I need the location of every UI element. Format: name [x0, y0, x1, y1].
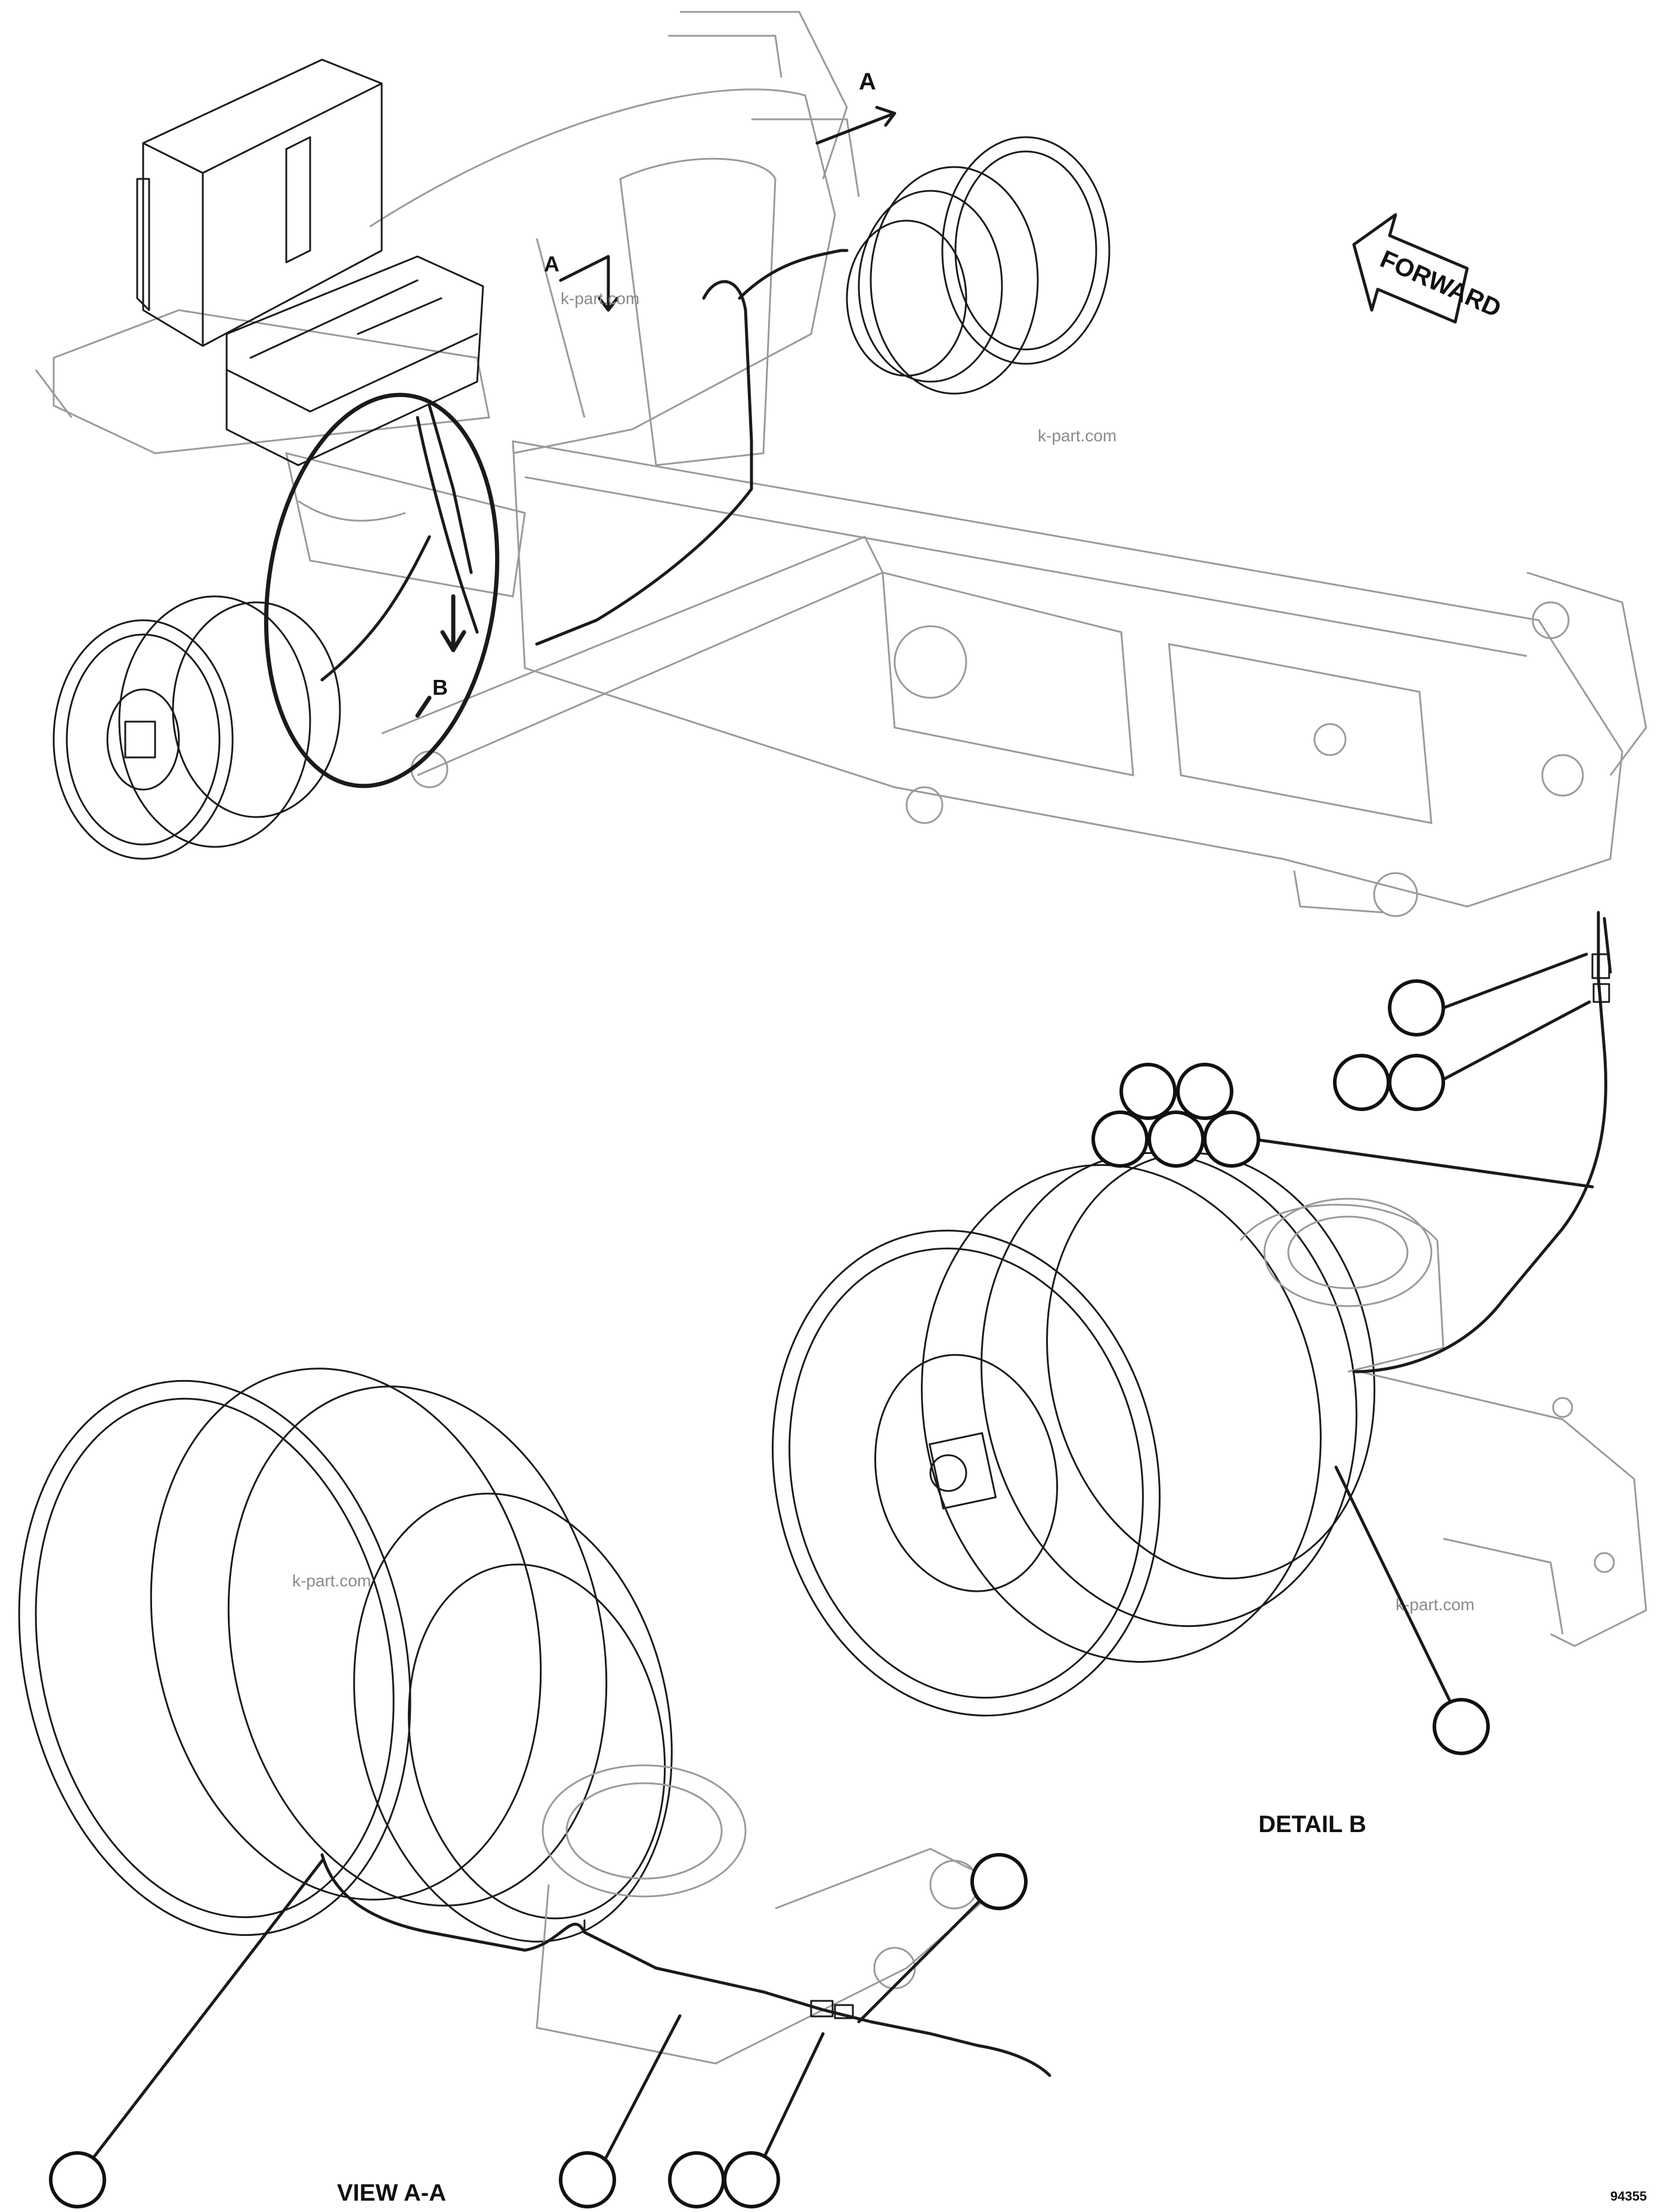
callout-bubble [49, 2151, 106, 2208]
callout-bubbles [49, 979, 1490, 2208]
watermark: k-part.com [292, 1571, 371, 1590]
callout-bubble [668, 2151, 725, 2208]
detail-b-marker: B [432, 675, 448, 700]
view-a-a-title: VIEW A-A [337, 2180, 446, 2206]
callout-bubble [1203, 1110, 1260, 1168]
section-a-marker-mid: A [544, 252, 619, 312]
view-a-a: VIEW A-A [18, 1368, 1051, 2206]
watermark: k-part.com [1038, 426, 1116, 445]
right-wheel-hub [846, 136, 1111, 395]
callout-bubble [1176, 1063, 1233, 1120]
section-a-label-top: A [859, 69, 876, 95]
callout-bubble [1091, 1110, 1149, 1168]
callout-bubble [723, 2151, 780, 2208]
forward-arrow: FORWARD [1352, 213, 1505, 324]
detail-b-view: DETAIL B [772, 911, 1647, 1837]
detail-b-callout-loop: B [264, 392, 500, 788]
callout-bubble [1433, 1698, 1490, 1755]
watermark: k-part.com [1396, 1595, 1474, 1614]
leader-lines [91, 952, 1594, 2161]
callout-bubble [1119, 1063, 1177, 1120]
section-a-label-mid: A [544, 252, 559, 276]
callout-bubble [1333, 1054, 1390, 1111]
drawing-number: 94355 [1610, 2189, 1647, 2204]
callout-bubble [1388, 979, 1445, 1037]
callout-bubble [1388, 1054, 1445, 1111]
callout-bubble [970, 1853, 1028, 1910]
left-wheel-hub [52, 595, 341, 860]
section-a-marker-top: A [815, 69, 896, 145]
watermark: k-part.com [561, 289, 639, 308]
detail-b-title: DETAIL B [1258, 1811, 1366, 1837]
callout-bubble [559, 2151, 616, 2208]
callout-bubble [1147, 1110, 1205, 1168]
watermarks: k-part.com k-part.com k-part.com k-part.… [292, 289, 1474, 1614]
rear-frame-assembly [35, 11, 1647, 917]
